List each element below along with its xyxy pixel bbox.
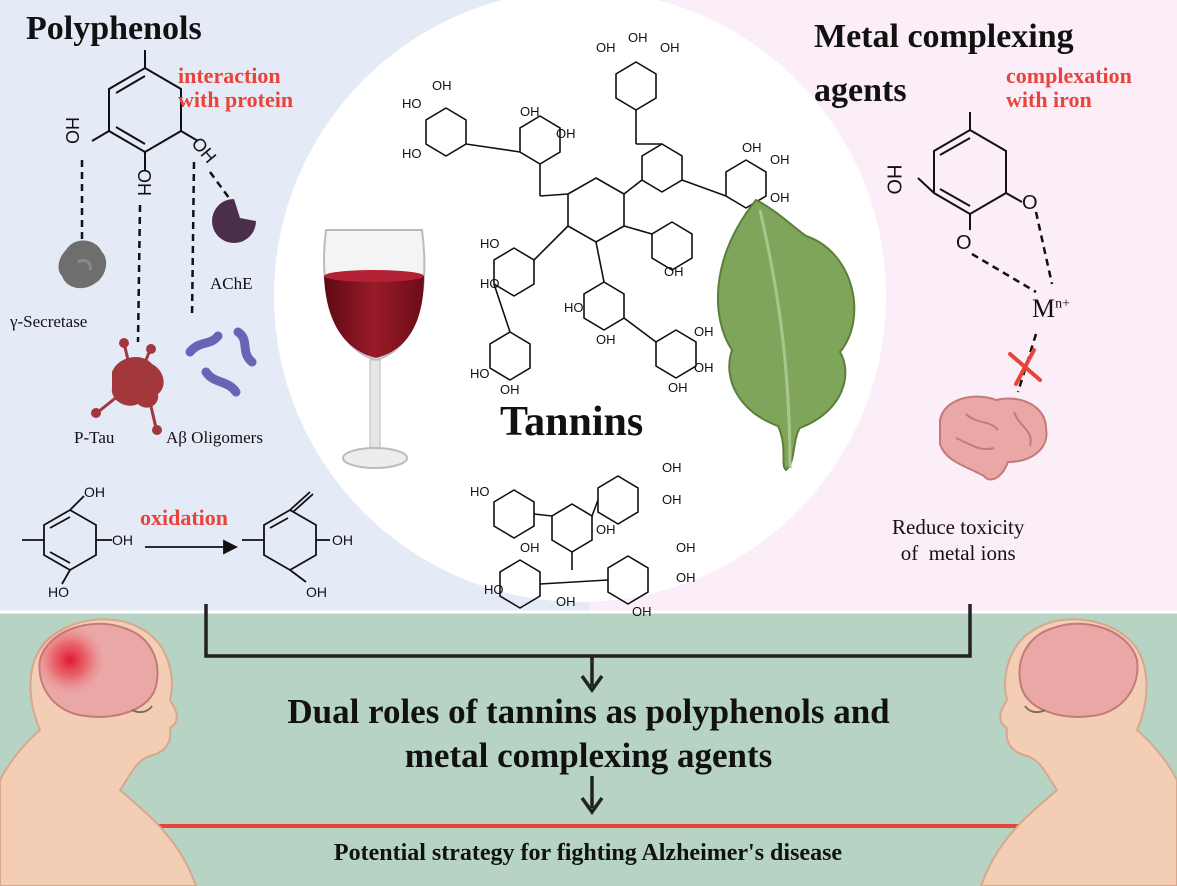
tannin-oh: OH (500, 382, 520, 397)
brain-icon (939, 395, 1048, 481)
tannin-oh: OH (662, 460, 682, 475)
metal-o-label-2: O (956, 232, 972, 254)
tannin-ho: HO (484, 582, 504, 597)
head-with-lesion-icon (0, 618, 198, 886)
tannin-oh: OH (632, 604, 652, 619)
wine-glass-icon (323, 229, 426, 469)
oxidation-reaction (22, 491, 330, 585)
tannin-oh: OH (596, 40, 616, 55)
tannin-oh: OH (556, 594, 576, 609)
polyphenols-title: Polyphenols (26, 10, 202, 47)
tannin-oh: OH (694, 360, 714, 375)
metal-symbol: Mn+ (1032, 294, 1070, 324)
oh-label-1: HO (62, 117, 82, 144)
metal-complex-structure (917, 112, 1023, 230)
dual-roles-text: Dual roles of tannins as polyphenols and… (287, 692, 890, 775)
metal-symbol-text: M (1032, 294, 1056, 323)
abeta-oligomers-icon (185, 327, 257, 397)
tannin-ho: HO (480, 276, 500, 291)
tannin-ho: HO (470, 366, 490, 381)
block-x-icon (1008, 348, 1042, 386)
abeta-label: Aβ Oligomers (166, 428, 263, 447)
ox-oh-1: OH (84, 484, 105, 500)
tannins-title: Tannins (500, 399, 644, 445)
metal-complexing-title: Metal complexing agents (814, 18, 1074, 109)
metal-ho-label: HO (882, 164, 905, 195)
tannin-ho: HO (402, 146, 422, 161)
tannin-structure (425, 61, 767, 609)
leaf-icon (716, 198, 856, 472)
ache-icon (212, 199, 256, 243)
tannin-oh: OH (676, 540, 696, 555)
tannin-oh: OH (520, 104, 540, 119)
gamma-secretase-icon (58, 240, 107, 289)
strategy-text: Potential strategy for fighting Alzheime… (333, 840, 843, 866)
tannin-oh: OH (596, 332, 616, 347)
metal-charge: n+ (1055, 296, 1071, 312)
p-tau-label: P-Tau (74, 428, 115, 447)
polyphenol-structure (91, 50, 199, 170)
tannin-oh: OH (520, 540, 540, 555)
tannin-oh: OH (628, 30, 648, 45)
ox-oh-2: OH (112, 532, 133, 548)
oh-label-2: OH (134, 169, 154, 196)
connector-arrows (204, 604, 972, 816)
tannin-oh: OH (432, 78, 452, 93)
ox-oh-4: OH (332, 532, 353, 548)
interaction-label: interaction with protein (178, 63, 294, 112)
tannin-ho: HO (480, 236, 500, 251)
gamma-secretase-label: γ-Secretase (10, 312, 88, 331)
tannin-oh: OH (668, 380, 688, 395)
ox-oh-5: OH (306, 584, 327, 600)
oxidation-label: oxidation (140, 505, 229, 530)
center-circle (274, 0, 886, 602)
tannin-oh: OH (556, 126, 576, 141)
reduce-toxicity-label: Reduce toxicity of metal ions (892, 515, 1025, 565)
tannin-oh: OH (664, 264, 684, 279)
tannin-ho: HO (564, 300, 584, 315)
tannin-oh: OH (596, 522, 616, 537)
metal-o-label-1: O (1022, 192, 1038, 214)
tannin-oh: OH (694, 324, 714, 339)
p-tau-icon (91, 338, 164, 435)
ox-ho-3: HO (48, 584, 69, 600)
tannin-oh: OH (742, 140, 762, 155)
complexation-label: complexation with iron (1006, 63, 1132, 112)
healthy-head-icon (979, 618, 1177, 886)
tannin-oh: OH (662, 492, 682, 507)
tannin-oh: OH (676, 570, 696, 585)
tannin-oh: OH (770, 152, 790, 167)
tannin-ho: HO (402, 96, 422, 111)
ache-label: AChE (210, 274, 253, 293)
tannin-oh: OH (770, 190, 790, 205)
tannin-oh: OH (660, 40, 680, 55)
tannin-ho: HO (470, 484, 490, 499)
